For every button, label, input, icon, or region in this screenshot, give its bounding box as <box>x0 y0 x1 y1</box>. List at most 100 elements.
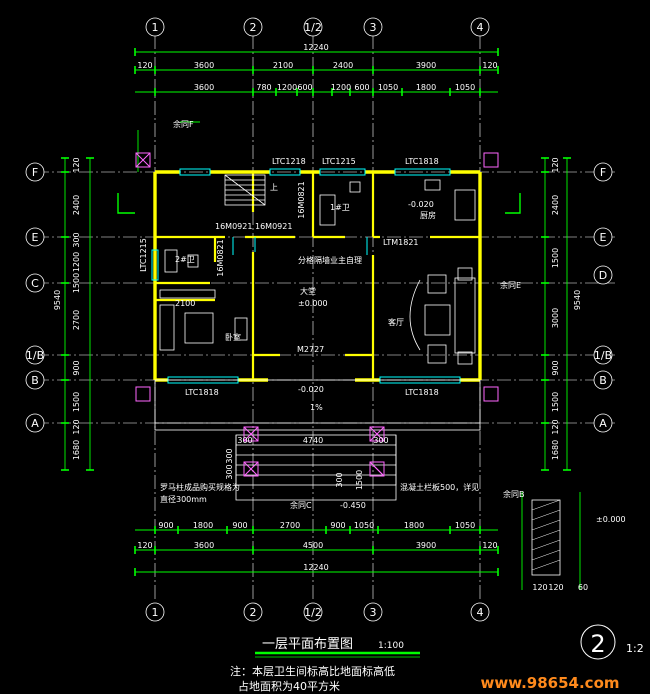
dim-right-2: 1500 <box>551 248 560 268</box>
axis-row-d-right: D <box>599 269 607 282</box>
dim-bot-r1-5: 1050 <box>354 521 374 530</box>
axis-col-2: 2 <box>250 21 257 34</box>
tag-window-1: LTC1215 <box>322 157 356 166</box>
ref-tag-0: 余同F <box>173 119 194 129</box>
sofa-set <box>409 267 476 365</box>
tag-window-0: LTC1218 <box>272 157 306 166</box>
kitchen-fixtures <box>159 179 476 299</box>
dim-right-3: 3000 <box>551 308 560 328</box>
dim-top-r2-6: 1050 <box>378 83 398 92</box>
dim-right-1: 2400 <box>551 195 560 215</box>
room-kitchen-level: -0.020 <box>408 200 434 209</box>
ref-tag-3: 余同B <box>503 489 525 499</box>
room-hall: 大堂 <box>300 286 316 296</box>
tag-door-2: 16M0821 <box>297 181 306 218</box>
dimension-lines <box>64 51 581 590</box>
dim-left-9: 1680 <box>72 440 81 460</box>
axis-col-4: 4 <box>477 21 484 34</box>
axis-row-b-right: B <box>599 374 607 387</box>
note-line-1: 注：本层卫生间标高比地面标高低 <box>230 664 395 678</box>
dim-left-2: 300 <box>72 232 81 247</box>
watermark: www.98654.com <box>480 674 619 692</box>
dim-bot-total: 12240 <box>303 563 328 572</box>
section-markers <box>117 193 521 214</box>
dim-left-5: 2700 <box>72 310 81 330</box>
dim-bot-r1-2: 900 <box>232 521 247 530</box>
porch <box>154 379 481 501</box>
dim-top-total: 12240 <box>303 43 328 52</box>
dim-left-7: 1500 <box>72 392 81 412</box>
dim-top-r1-1: 3600 <box>194 61 214 70</box>
axis-col-1: 1 <box>152 21 159 34</box>
dim-left-1: 2400 <box>72 195 81 215</box>
porch-level: -0.020 <box>298 385 324 394</box>
dim-left-6: 900 <box>72 360 81 375</box>
dim-right-0: 120 <box>551 157 560 172</box>
right-dimensions: 120 2400 1500 3000 900 1500 120 1680 954… <box>551 157 582 460</box>
room-stair: 上 <box>270 183 278 192</box>
detail-dim-0: 120 <box>532 583 547 592</box>
dim-top-r1-2: 2100 <box>273 61 293 70</box>
axis-row-f-right: F <box>600 166 606 179</box>
left-note-2: 直径300mm <box>160 494 207 504</box>
room-bath2: 2#卫 <box>175 255 195 264</box>
tag-door-1: 16M0921 <box>255 222 292 231</box>
dim-bot-r1-7: 1050 <box>455 521 475 530</box>
detail-bubble <box>580 624 616 660</box>
axis-row-e: E <box>32 231 39 244</box>
axis-col-1-2-bottom: 1/2 <box>304 606 322 619</box>
room-bedroom: 卧室 <box>225 332 241 342</box>
tag-door-0: 16M0921 <box>215 222 252 231</box>
drawing-title: 一层平面布置图 <box>262 637 353 652</box>
tag-door-4: LTM1821 <box>383 238 419 247</box>
dim-right-7: 1680 <box>551 440 560 460</box>
detail-level: ±0.000 <box>596 515 626 524</box>
porch-columns <box>135 152 499 477</box>
room-bath1: 1#卫 <box>330 203 350 212</box>
dim-top-r1-0: 120 <box>137 61 152 70</box>
axis-row-a-right: A <box>599 417 607 430</box>
left-note: 罗马柱成品购买规格为 <box>160 482 240 492</box>
porch-slope: 1% <box>310 403 323 412</box>
left-dimensions: 120 2400 300 1200 1500 2700 900 1500 120… <box>53 157 81 460</box>
room-kitchen: 厨房 <box>420 210 436 220</box>
axis-col-3-bottom: 3 <box>370 606 377 619</box>
dim-bot-r1-6: 1800 <box>404 521 424 530</box>
detail-number: 2 <box>590 630 605 658</box>
drawing-scale: 1:100 <box>378 641 404 651</box>
dim-bot-r1-0: 900 <box>158 521 173 530</box>
dim-top-r2-8: 1050 <box>455 83 475 92</box>
axis-row-c: C <box>31 277 39 290</box>
dim-top-r2-0: 3600 <box>194 83 214 92</box>
partition-note: 分格隔墙业主自理 <box>298 255 362 265</box>
room-living: 客厅 <box>388 317 404 327</box>
axis-lines <box>35 35 615 600</box>
stair <box>224 174 266 206</box>
dim-porch-0: 300 <box>237 436 252 445</box>
size-2100: 2100 <box>175 299 195 308</box>
axis-row-a: A <box>31 417 39 430</box>
axis-row-1b-right: 1/B <box>594 349 612 362</box>
tag-window-5: LTC1818 <box>405 388 439 397</box>
axis-row-1b: 1/B <box>26 349 44 362</box>
dim-top-r1-5: 120 <box>482 61 497 70</box>
dim-top-r2-2: 1200 <box>277 83 297 92</box>
dim-step-2: 300 <box>335 472 344 487</box>
axis-col-1-bottom: 1 <box>152 606 159 619</box>
dim-left-total: 9540 <box>53 290 62 310</box>
axis-col-2-bottom: 2 <box>250 606 257 619</box>
dim-right-5: 1500 <box>551 392 560 412</box>
room-hall-level: ±0.000 <box>298 299 328 308</box>
wall-detail: ±0.000 120 120 60 <box>531 499 626 592</box>
tag-window-3: LTC1215 <box>139 238 148 272</box>
dim-top-r2-3: 600 <box>297 83 312 92</box>
dim-bot-r2-4: 120 <box>482 541 497 550</box>
ref-tag-1: 余同E <box>500 280 521 290</box>
dim-left-3: 1200 <box>72 252 81 272</box>
detail-scale: 1:2 <box>626 642 644 655</box>
outside-level: -0.450 <box>340 501 366 510</box>
dim-step-0: 300 <box>225 448 234 463</box>
dim-step-1: 300 <box>225 464 234 479</box>
